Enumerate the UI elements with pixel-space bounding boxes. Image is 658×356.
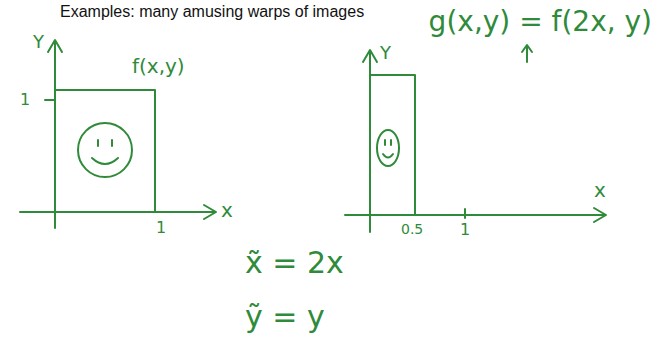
axis-label: x: [594, 180, 606, 200]
axis-arrowhead: [48, 40, 62, 52]
y-axis: [54, 42, 56, 228]
squashed-smiley: [377, 130, 399, 166]
axis-label: x: [221, 200, 233, 220]
tick-mark: [45, 99, 55, 101]
tick-mark: [464, 209, 466, 218]
pointer-arrow: [522, 45, 532, 62]
slide-title: Examples: many amusing warps of images: [60, 4, 364, 20]
warped-image: [370, 75, 415, 215]
smiley-mouth: [383, 154, 393, 158]
tick-label: 1: [20, 92, 30, 108]
smiley-eyes: [98, 140, 112, 146]
coordinate-equation: ỹ = y: [245, 302, 325, 332]
axis-label: Y: [380, 44, 391, 62]
x-axis: [20, 211, 215, 213]
y-axis: [369, 52, 371, 232]
coordinate-equation: x̃ = 2x: [245, 248, 344, 278]
warp-formula: g(x,y) = f(2x, y): [429, 8, 652, 36]
image-square: [55, 90, 155, 212]
smiley-mouth: [92, 158, 118, 164]
axis-arrowhead: [363, 50, 377, 62]
tick-label: 1: [460, 222, 470, 238]
axis-arrowhead: [204, 205, 216, 219]
smiley-eyes: [385, 140, 391, 145]
tick-label: 0.5: [401, 222, 423, 236]
axis-arrowhead: [594, 208, 606, 222]
axis-label: Y: [33, 33, 44, 51]
x-axis: [345, 214, 605, 216]
tick-label: 1: [156, 220, 166, 236]
smiley-face: [78, 123, 132, 177]
function-label: f(x,y): [132, 56, 185, 76]
